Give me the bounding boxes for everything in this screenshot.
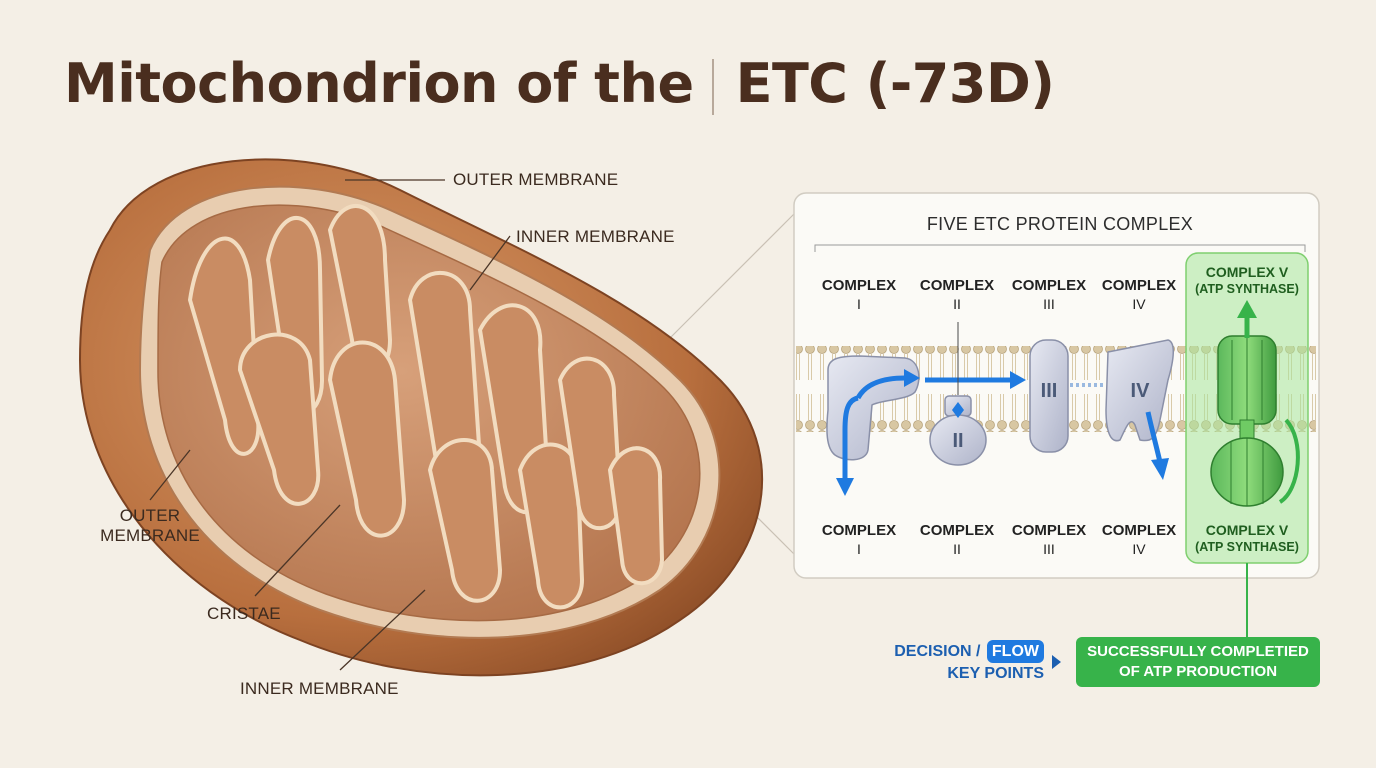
complex-num: IV [1132, 541, 1146, 557]
complex-v-word: COMPLEX V [1205, 264, 1289, 280]
complex-word: COMPLEX [919, 277, 995, 294]
top-label-complex-iii: COMPLEX III [1004, 277, 1094, 313]
bottom-label-complex-iii: COMPLEX III [1004, 522, 1094, 558]
label-outer-membrane-top: OUTER MEMBRANE [453, 170, 619, 189]
top-label-complex-ii: COMPLEX II [912, 277, 1002, 313]
top-label-complex-i: COMPLEX I [814, 277, 904, 313]
title-left: Mitochondrion of the [64, 52, 694, 115]
legend-decision: DECISION / FLOW KEY POINTS [868, 640, 1044, 684]
complex-num: III [1043, 296, 1055, 312]
complex-word: COMPLEX [821, 277, 897, 294]
complex-v-sub: (ATP SYNTHASE) [1195, 540, 1299, 554]
label-outer-line1: OUTER [119, 506, 181, 525]
legend-flow-chip: FLOW [986, 640, 1044, 663]
complex-num: I [857, 541, 861, 557]
complex-num: II [953, 541, 961, 557]
top-label-complex-iv: COMPLEX IV [1094, 277, 1184, 313]
label-outer-line2: MEMBRANE [100, 526, 200, 545]
panel-title: FIVE ETC PROTEIN COMPLEX [926, 214, 1194, 234]
legend-decision-text: DECISION / [894, 643, 981, 660]
complex-num: II [953, 296, 961, 312]
complex-v-word: COMPLEX V [1205, 522, 1289, 538]
mito-leader-lines [149, 179, 511, 671]
success-line2: OF ATP PRODUCTION [1118, 663, 1278, 680]
bottom-label-complex-v: COMPLEX V (ATP SYNTHASE) [1182, 522, 1312, 556]
complex-iv-shape [1105, 339, 1174, 442]
roman-iii: III [1040, 380, 1058, 402]
title-divider [711, 59, 714, 116]
complex-i-shape [826, 355, 920, 461]
complex-word: COMPLEX [1101, 522, 1177, 539]
label-inner-membrane-top: INNER MEMBRANE [516, 227, 675, 246]
mitochondrion [78, 158, 764, 677]
complex-num: III [1043, 541, 1055, 557]
complex-word: COMPLEX [1011, 522, 1087, 539]
complex-num: I [857, 296, 861, 312]
complex-iii-shape [1029, 339, 1069, 453]
electron-flow-arrows [836, 322, 1169, 496]
roman-ii: II [952, 430, 964, 452]
bottom-label-complex-i: COMPLEX I [814, 522, 904, 558]
success-line1: SUCCESSFULLY COMPLETIED [1087, 643, 1309, 660]
complex-v-sub: (ATP SYNTHASE) [1195, 282, 1299, 296]
bottom-label-complex-ii: COMPLEX II [912, 522, 1002, 558]
bottom-label-complex-iv: COMPLEX IV [1094, 522, 1184, 558]
complex-word: COMPLEX [1011, 277, 1087, 294]
title-right: ETC (-73D) [735, 52, 1055, 115]
label-inner-membrane-bottom: INNER MEMBRANE [240, 679, 399, 698]
complex-word: COMPLEX [919, 522, 995, 539]
legend-key-points: KEY POINTS [947, 665, 1044, 682]
label-cristae: CRISTAE [207, 604, 281, 623]
label-outer-membrane-left: OUTER MEMBRANE [100, 506, 200, 546]
atp-success-box: SUCCESSFULLY COMPLETIED OF ATP PRODUCTIO… [1076, 637, 1320, 687]
complex-num: IV [1132, 296, 1146, 312]
roman-iv: IV [1130, 380, 1150, 402]
etc-panel [793, 192, 1320, 637]
page-title: Mitochondrion of the ETC (-73D) [64, 44, 1055, 124]
atp-synthase-shape [1210, 300, 1300, 507]
legend-pointer [1052, 655, 1061, 669]
complex-word: COMPLEX [821, 522, 897, 539]
complex-ii-shape [929, 395, 987, 466]
top-label-complex-v: COMPLEX V (ATP SYNTHASE) [1182, 264, 1312, 298]
complex-word: COMPLEX [1101, 277, 1177, 294]
